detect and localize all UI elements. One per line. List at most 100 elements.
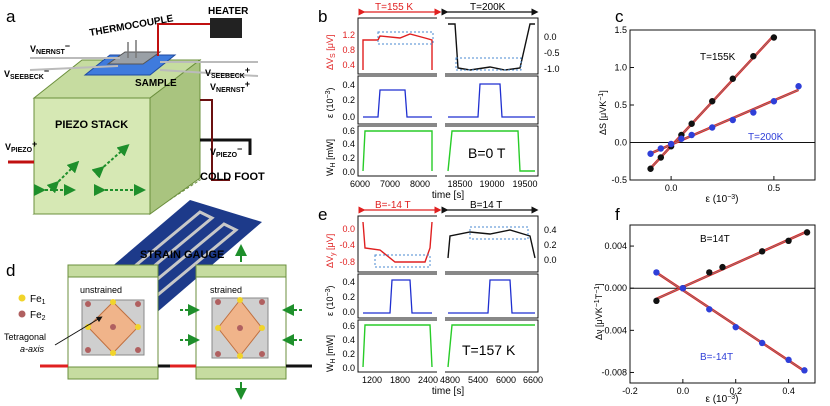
data-point [653, 269, 660, 276]
trace-heater-left [362, 130, 433, 172]
marks-c [630, 34, 815, 172]
ylabel-c: ΔS [μVK−1] [598, 90, 608, 135]
trace-strain-left-e [363, 279, 432, 314]
data-point [758, 248, 766, 255]
label-v-piezo-plus: VPIEZO+ [5, 139, 37, 154]
ytick-label: -0.5 [611, 175, 627, 185]
data-point [709, 98, 716, 105]
ytick-b-mid-3: 0.0 [342, 112, 355, 122]
ytick-e-mid-2: 0.2 [342, 292, 355, 302]
ytick-label: 1.0 [614, 63, 627, 73]
ytick-b-top-1: 1.2 [342, 30, 355, 40]
highlight-box-4 [469, 226, 529, 240]
data-point [657, 145, 665, 152]
data-point [785, 356, 792, 364]
ytick-b-bot-2: 0.4 [342, 139, 355, 149]
panel-label-d: d [6, 261, 15, 280]
label-temp-e: T=157 K [462, 342, 516, 358]
legend-f-1: B=14T [700, 234, 730, 245]
subplot-heater-e [357, 319, 539, 373]
ytick-b-mid-1: 0.4 [342, 80, 355, 90]
data-point [732, 323, 739, 331]
ytick-label: 0.000 [604, 283, 627, 293]
sample [106, 51, 162, 65]
data-point [729, 116, 736, 124]
ylabel-b-mid: ε (10−3) [325, 87, 335, 118]
trace-nernst-left [362, 221, 433, 263]
xtick-label: 0.4 [782, 386, 795, 396]
xlabel-f: ε (10−3) [705, 394, 738, 405]
trace-strain-left [363, 89, 432, 118]
data-point [657, 154, 665, 161]
legend-fe1: Fe1 [30, 294, 46, 306]
label-tetragonal: Tetragonal [4, 332, 46, 342]
legend-fe2-marker [18, 310, 26, 318]
subplot-strain [357, 75, 539, 125]
wire-piezo-minus [200, 138, 252, 155]
unstrained-diagram: unstrained [40, 264, 186, 380]
legend-f-2: B=-14T [700, 352, 733, 363]
highlight-box-1 [377, 31, 434, 45]
label-piezo-stack: PIEZO STACK [55, 119, 128, 131]
trace-strain-right-e [448, 279, 535, 314]
ytick-e-mid-1: 0.4 [342, 277, 355, 287]
panel-d: d unstrained strained [4, 244, 312, 400]
ytick-b-right-3: -1.0 [544, 64, 560, 74]
label-v-seebeck-plus: VSEEBECK+ [205, 65, 250, 80]
subplot-nernst [357, 215, 539, 273]
data-point [770, 98, 778, 105]
xtick-e-7: 6600 [523, 375, 543, 385]
xtick-b-3: 8000 [410, 179, 430, 189]
data-point [706, 306, 713, 313]
ytick-b-bot-4: 0.0 [342, 167, 355, 177]
ytick-label: -0.004 [601, 325, 627, 335]
sample-mount [83, 54, 177, 76]
ytick-b-bot-1: 0.6 [342, 126, 355, 136]
strain-arrow-2 [91, 144, 130, 179]
data-point [750, 53, 757, 60]
data-point [688, 120, 695, 127]
panel-label-f: f [615, 205, 620, 224]
data-point [647, 150, 654, 157]
trace-seebeck-right [448, 23, 535, 71]
heater-wire [157, 23, 210, 56]
ytick-label: -0.008 [601, 367, 627, 377]
xtick-label: 0.5 [768, 183, 781, 193]
label-v-seebeck-minus: VSEEBECK− [4, 66, 49, 81]
xtick-label: 0.2 [729, 386, 742, 396]
label-cold-foot: COLD FOOT [200, 171, 265, 183]
ylabel-e-bot: WH [mW] [325, 335, 337, 372]
data-point [647, 165, 654, 172]
trace-heater-left-e [362, 324, 433, 368]
xlabel-e: time [s] [432, 386, 464, 397]
xtick-b-1: 6000 [350, 179, 370, 189]
subplot-seebeck [357, 17, 539, 75]
axis-pointer [54, 316, 103, 346]
data-point [803, 229, 811, 236]
xtick-b-5: 19000 [479, 179, 504, 189]
label-unstrained: unstrained [80, 285, 122, 295]
trace-seebeck-left [362, 33, 433, 70]
ytick-label: 0.5 [614, 100, 627, 110]
label-heater: HEATER [208, 6, 249, 17]
data-point [785, 237, 792, 244]
wire-seebeck-minus [29, 65, 119, 71]
data-point [706, 269, 713, 276]
legend-fe2: Fe2 [30, 310, 46, 322]
ytick-e-right-2: 0.2 [544, 240, 557, 250]
label-a-axis: a-axis [20, 344, 45, 354]
ylabel-e-top: ΔVy [μV] [325, 234, 337, 268]
data-point [678, 135, 685, 142]
wire-cold-foot [200, 99, 230, 181]
xtick-e-1: 1200 [362, 375, 382, 385]
heater [210, 18, 242, 38]
data-point [719, 263, 726, 271]
data-point [750, 109, 757, 116]
ytick-e-bot-3: 0.2 [342, 349, 355, 359]
panel-label-e: e [318, 205, 327, 224]
xtick-e-2: 1800 [390, 375, 410, 385]
piezo-front [33, 97, 151, 215]
label-v-nernst-plus: VNERNST+ [210, 79, 250, 94]
